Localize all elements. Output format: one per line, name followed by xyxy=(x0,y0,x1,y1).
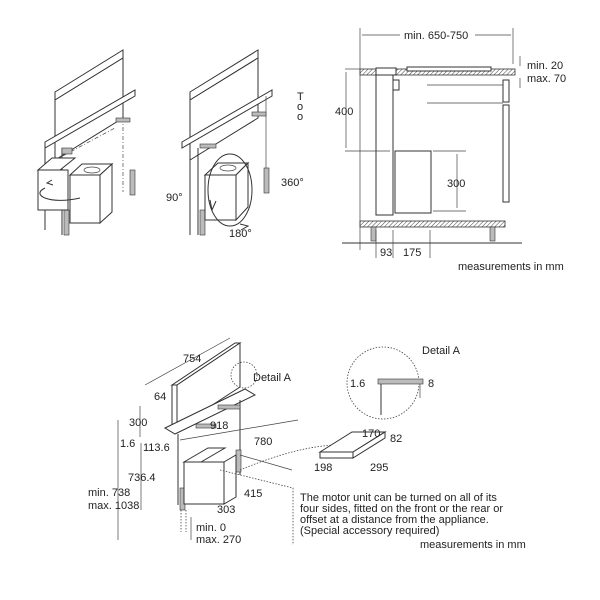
side-mark: T xyxy=(297,91,304,103)
note-line: The motor unit can be turned on all of i… xyxy=(300,492,497,504)
dim-113-6-label: 113.6 xyxy=(143,442,170,454)
cutout-82-label: 82 xyxy=(390,433,402,445)
gap-min-label: min. 0 xyxy=(196,522,226,534)
worktop-max-label: max. 70 xyxy=(527,73,566,85)
motor-note: The motor unit can be turned on all of i… xyxy=(300,492,526,551)
offset-175-label: 175 xyxy=(403,247,421,259)
cabinet-section-view: min. 650-750 min. 20 max. 70 400 300 93 … xyxy=(335,28,566,273)
detail-1-6-label: 1.6 xyxy=(350,378,365,390)
units-label-bottom: measurements in mm xyxy=(420,539,526,551)
angle-360-label: 360° xyxy=(281,177,304,189)
detail-a: Detail A 1.6 8 xyxy=(346,345,461,420)
appliance-view-motor-rotation: 90° 360° 180° T o o xyxy=(166,49,304,240)
total-height-max-label: max. 1038 xyxy=(88,500,139,512)
motor-303-label: 303 xyxy=(217,504,235,516)
height-400-label: 400 xyxy=(335,106,353,118)
motor-415-label: 415 xyxy=(244,488,262,500)
appliance-view-motor-offset xyxy=(36,49,136,236)
angle-90-label: 90° xyxy=(166,192,183,204)
cutout-295-label: 295 xyxy=(370,462,388,474)
detail-a-title: Detail A xyxy=(422,345,461,357)
width-754-label: 754 xyxy=(183,353,201,365)
height-736-4-label: 736.4 xyxy=(128,472,156,484)
thickness-1-6-label: 1.6 xyxy=(120,438,135,450)
note-line: four sides, fitted on the front or the r… xyxy=(300,503,503,515)
detail-a-ref-label: Detail A xyxy=(253,372,292,384)
height-300-dim-label: 300 xyxy=(129,417,147,429)
dimensioned-appliance-view: 754 Detail A 64 300 918 1.6 113.6 780 73… xyxy=(88,337,341,546)
depth-780-label: 780 xyxy=(254,436,272,448)
gap-max-label: max. 270 xyxy=(196,534,241,546)
detail-8-label: 8 xyxy=(428,378,434,390)
cutout-170-label: 170 xyxy=(362,428,380,440)
side-mark: o xyxy=(297,111,303,123)
motor-cutout: 170 82 198 295 xyxy=(314,428,402,474)
units-label-top: measurements in mm xyxy=(458,261,564,273)
height-300-label: 300 xyxy=(447,178,465,190)
angle-180-label: 180° xyxy=(229,228,252,240)
width-918-label: 918 xyxy=(210,420,228,432)
cabinet-width-label: min. 650-750 xyxy=(404,30,468,42)
side-mark: o xyxy=(297,101,303,113)
offset-93-label: 93 xyxy=(380,247,392,259)
total-height-min-label: min. 738 xyxy=(88,487,130,499)
note-line: offset at a distance from the appliance. xyxy=(300,514,489,526)
note-line: (Special accessory required) xyxy=(300,525,439,537)
cutout-198-label: 198 xyxy=(314,462,332,474)
depth-64-label: 64 xyxy=(154,391,166,403)
worktop-min-label: min. 20 xyxy=(527,60,563,72)
